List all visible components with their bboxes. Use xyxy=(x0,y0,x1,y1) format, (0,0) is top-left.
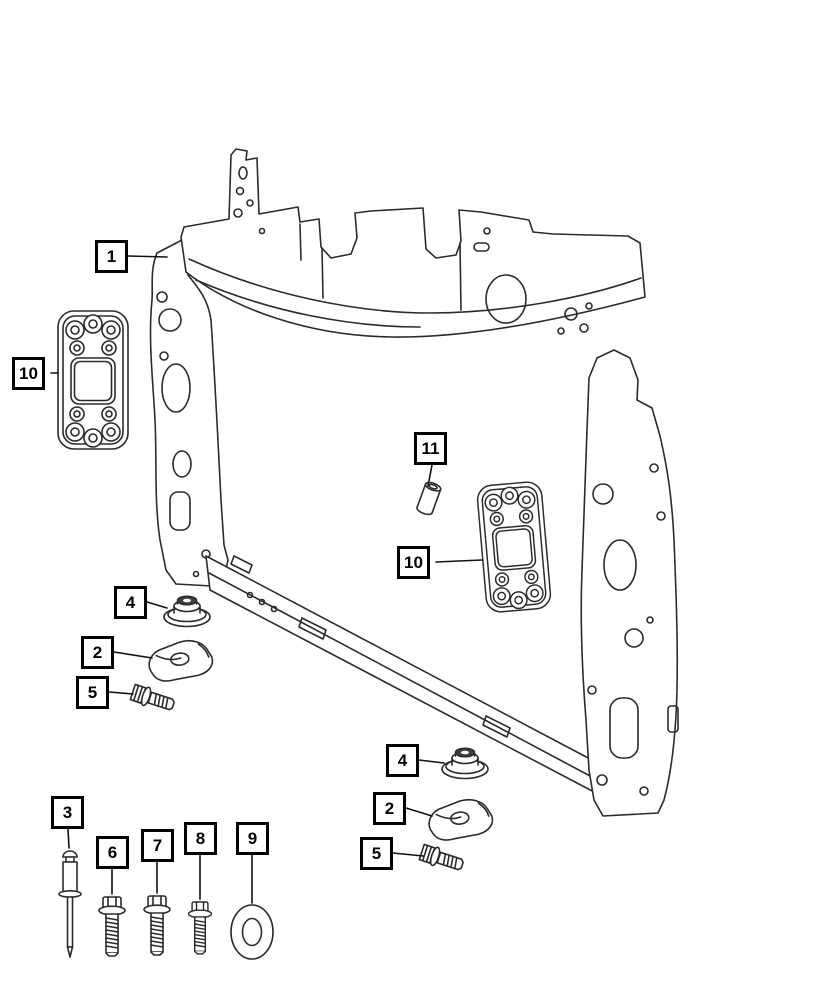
part-5-bolt-upper-drawing xyxy=(129,682,177,716)
callout-10-left-label: 10 xyxy=(19,364,38,383)
callout-5-lower: 5 xyxy=(360,837,393,870)
part-8-bolt-drawing xyxy=(187,901,213,955)
part-9-washer-drawing xyxy=(230,904,274,960)
callout-3-label: 3 xyxy=(62,803,73,822)
callout-3: 3 xyxy=(51,796,84,829)
callout-11-label: 11 xyxy=(421,439,440,458)
part-4-grommet-upper-drawing xyxy=(163,595,211,628)
part-10-right-drawing xyxy=(475,480,553,614)
part-11-spacer-drawing xyxy=(416,481,442,516)
callout-5-upper: 5 xyxy=(76,676,109,709)
callout-10-left: 10 xyxy=(12,357,45,390)
part-5-bolt-lower-drawing xyxy=(418,842,466,876)
callout-2-upper-label: 2 xyxy=(92,643,103,662)
callout-7: 7 xyxy=(141,829,174,862)
callout-8-label: 8 xyxy=(195,829,206,848)
part-7-bolt-drawing xyxy=(143,895,171,956)
callout-4-upper-label: 4 xyxy=(125,593,136,612)
callout-9: 9 xyxy=(236,822,269,855)
callout-5-lower-label: 5 xyxy=(371,844,382,863)
part-1-radiator-support-drawing xyxy=(149,148,679,817)
callout-6: 6 xyxy=(96,836,129,869)
callout-1-label: 1 xyxy=(106,247,117,266)
callout-6-label: 6 xyxy=(107,843,118,862)
part-10-left-drawing xyxy=(57,310,129,450)
callout-9-label: 9 xyxy=(247,829,258,848)
part-2-bracket-upper-drawing xyxy=(146,637,215,684)
part-2-bracket-lower-drawing xyxy=(426,796,495,843)
part-3-rivet-drawing xyxy=(58,850,82,958)
part-6-bolt-drawing xyxy=(98,896,126,957)
callout-4-lower: 4 xyxy=(386,744,419,777)
callout-1: 1 xyxy=(95,240,128,273)
leader-lines xyxy=(50,255,483,904)
callout-8: 8 xyxy=(184,822,217,855)
callout-11: 11 xyxy=(414,432,447,465)
callout-2-lower: 2 xyxy=(373,792,406,825)
part-4-grommet-lower-drawing xyxy=(441,747,489,780)
callout-7-label: 7 xyxy=(152,836,163,855)
callout-4-lower-label: 4 xyxy=(397,751,408,770)
callout-5-upper-label: 5 xyxy=(87,683,98,702)
callout-2-upper: 2 xyxy=(81,636,114,669)
callout-2-lower-label: 2 xyxy=(384,799,395,818)
callout-10-right: 10 xyxy=(397,546,430,579)
callout-4-upper: 4 xyxy=(114,586,147,619)
callout-10-right-label: 10 xyxy=(404,553,423,572)
